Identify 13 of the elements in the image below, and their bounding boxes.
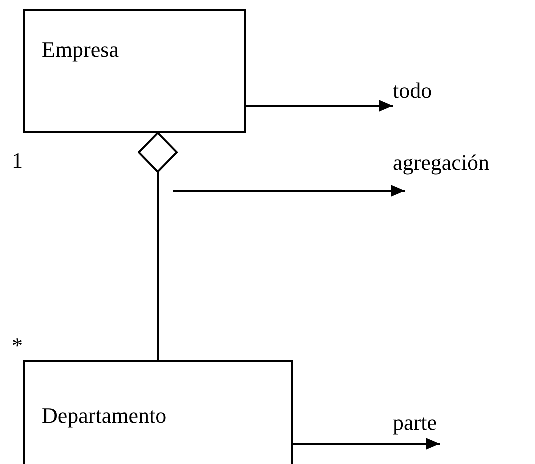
class-name: Departamento: [42, 403, 167, 429]
annotation-text: parte: [393, 410, 437, 436]
class-box: [23, 9, 246, 133]
aggregation-line: [138, 132, 178, 360]
arrow: [246, 100, 393, 112]
multiplicity-label: *: [12, 333, 23, 359]
arrow: [173, 185, 405, 197]
multiplicity-label: 1: [12, 148, 23, 174]
arrow: [293, 438, 440, 450]
annotation-text: todo: [393, 78, 432, 104]
class-box: [23, 360, 293, 464]
annotation-text: agregación: [393, 150, 490, 176]
class-name: Empresa: [42, 37, 119, 63]
